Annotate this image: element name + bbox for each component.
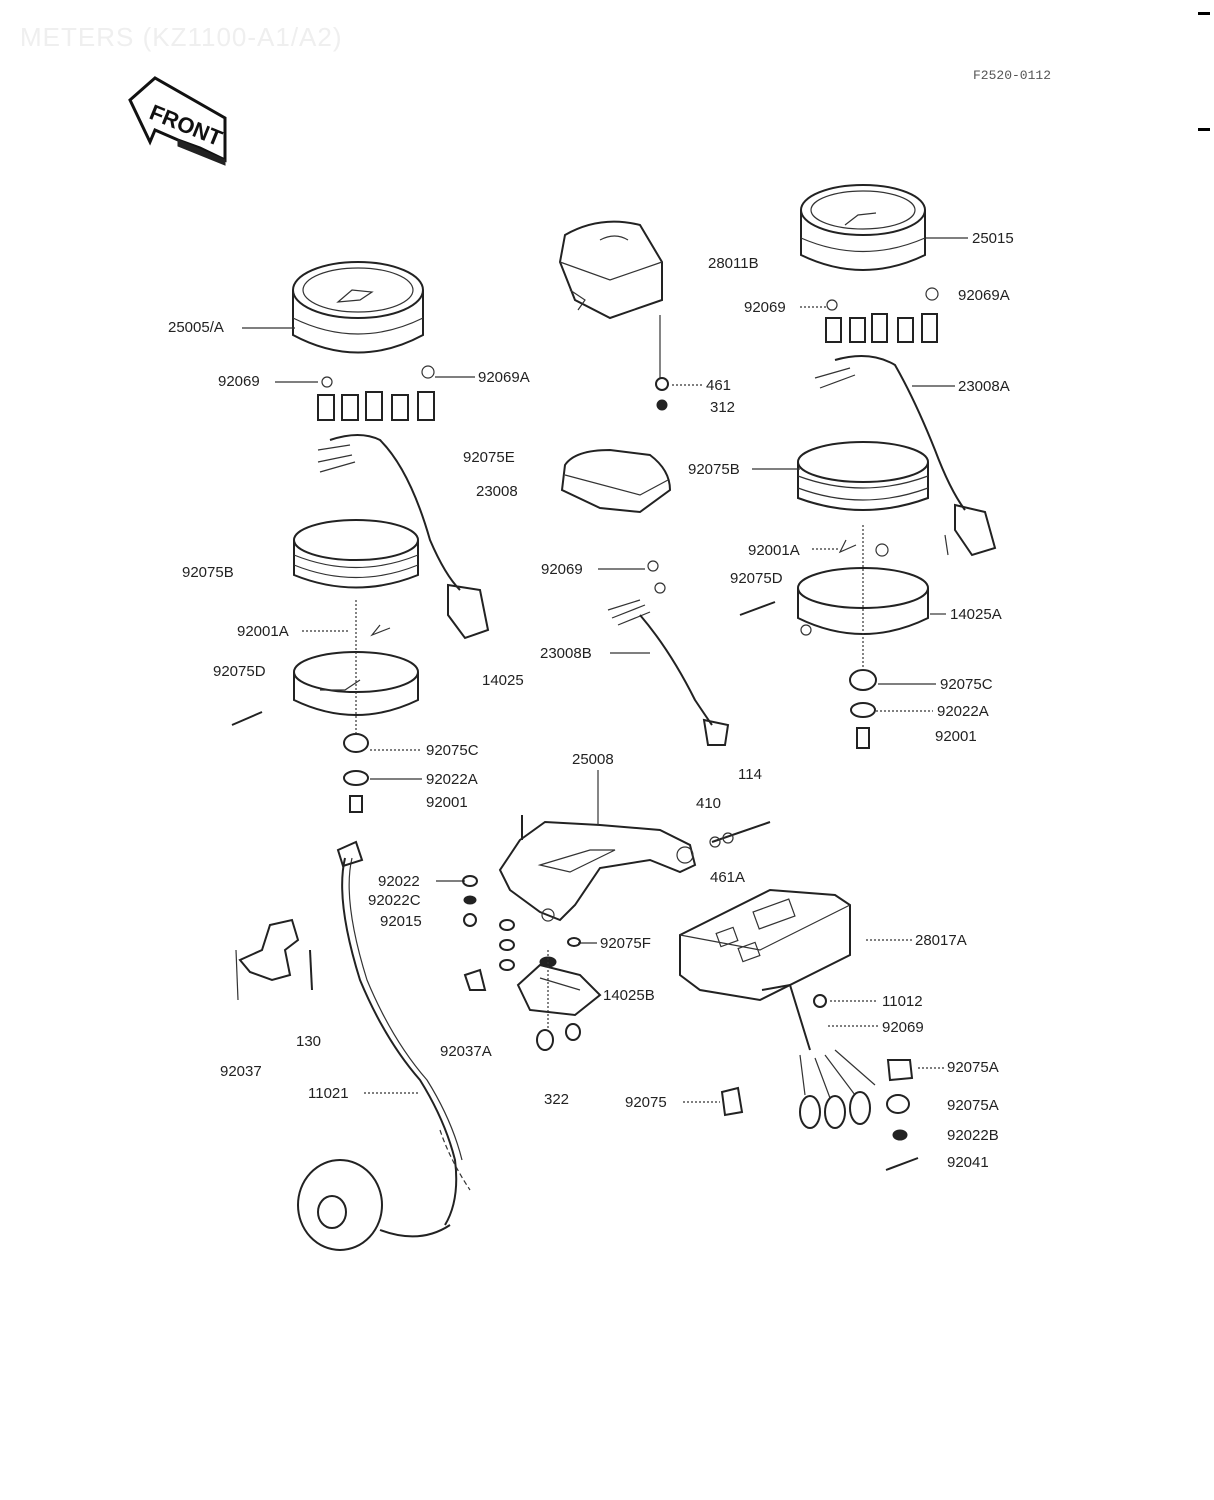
indicator-harness xyxy=(607,560,730,746)
part-label: 130 xyxy=(296,1033,321,1050)
part-label: 23008 xyxy=(476,483,518,500)
part-label: 92075D xyxy=(213,663,266,680)
grommet-stack xyxy=(463,919,515,991)
cable-clamp xyxy=(235,918,300,1001)
part-label: 461 xyxy=(706,377,731,394)
part-label: 28017A xyxy=(915,932,967,949)
part-label: 92075E xyxy=(463,449,515,466)
part-label: 92037 xyxy=(220,1063,262,1080)
part-label: 92069 xyxy=(744,299,786,316)
part-label: 14025B xyxy=(603,987,655,1004)
indicator-bracket xyxy=(516,956,602,1051)
diagram-code: F2520-0112 xyxy=(973,68,1052,83)
part-label: 92022B xyxy=(947,1127,999,1144)
right-meter-bulbs xyxy=(825,287,939,343)
part-label: 23008B xyxy=(540,645,592,662)
part-label: 92041 xyxy=(947,1154,989,1171)
part-label: 92001A xyxy=(237,623,289,640)
speedometer-gear-housing xyxy=(297,1159,451,1251)
part-label: 92022C xyxy=(368,892,421,909)
indicator-housing xyxy=(558,220,663,320)
bracket-bolt xyxy=(709,821,771,848)
part-label: 92022A xyxy=(426,771,478,788)
part-label: 92001 xyxy=(426,794,468,811)
left-meter-bulbs xyxy=(317,365,435,421)
left-meter-harness xyxy=(317,434,490,640)
left-rubber-damper xyxy=(293,519,419,589)
part-label: 114 xyxy=(738,766,762,783)
part-label: 92075B xyxy=(182,564,234,581)
part-label: 92075B xyxy=(688,461,740,478)
edge-mark-bottom xyxy=(1198,128,1210,131)
part-label: 28011B xyxy=(708,255,759,272)
meter-bracket xyxy=(498,815,697,922)
indicator-lens xyxy=(560,448,672,514)
speedometer-cable xyxy=(336,840,471,1226)
part-label: 14025A xyxy=(950,606,1002,623)
part-label: 322 xyxy=(544,1091,569,1108)
part-label: 25008 xyxy=(572,751,614,768)
part-label: 92069 xyxy=(882,1019,924,1036)
part-label: 92069A xyxy=(478,369,530,386)
part-label: 92075A xyxy=(947,1059,999,1076)
page-title: METERS (KZ1100-A1/A2) xyxy=(20,22,343,52)
part-label: 92022 xyxy=(378,873,420,890)
part-label: 92037A xyxy=(440,1043,492,1060)
part-label: 92022A xyxy=(937,703,989,720)
part-label: 14025 xyxy=(482,672,524,689)
indicator-panel xyxy=(679,888,851,1051)
part-label: 92075A xyxy=(947,1097,999,1114)
part-label: 92075F xyxy=(600,935,651,952)
left-speedometer xyxy=(292,261,424,354)
edge-mark-top xyxy=(1198,12,1210,15)
part-label: 461A xyxy=(710,869,745,886)
part-label: 92015 xyxy=(380,913,422,930)
right-rubber-damper xyxy=(797,441,929,511)
part-label: 312 xyxy=(710,399,735,416)
part-label: 92001A xyxy=(748,542,800,559)
part-label: 92069 xyxy=(541,561,583,578)
part-label: 92075 xyxy=(625,1094,667,1111)
front-arrow-icon: FRONT xyxy=(128,76,227,166)
part-label: 410 xyxy=(696,795,721,812)
right-mount-hardware xyxy=(838,539,889,749)
panel-harness xyxy=(799,1049,876,1129)
part-label: 92069A xyxy=(958,287,1010,304)
part-label: 92075D xyxy=(730,570,783,587)
right-meter-harness xyxy=(814,355,997,557)
part-label: 23008A xyxy=(958,378,1010,395)
part-label: 92075C xyxy=(426,742,479,759)
part-label: 92075C xyxy=(940,676,993,693)
part-label: 11012 xyxy=(882,993,923,1010)
part-label: 92001 xyxy=(935,728,977,745)
part-label: 25015 xyxy=(972,230,1014,247)
right-tachometer xyxy=(800,184,926,271)
part-label: 92069 xyxy=(218,373,260,390)
part-label: 11021 xyxy=(308,1085,349,1102)
part-label: 25005/A xyxy=(168,319,224,336)
